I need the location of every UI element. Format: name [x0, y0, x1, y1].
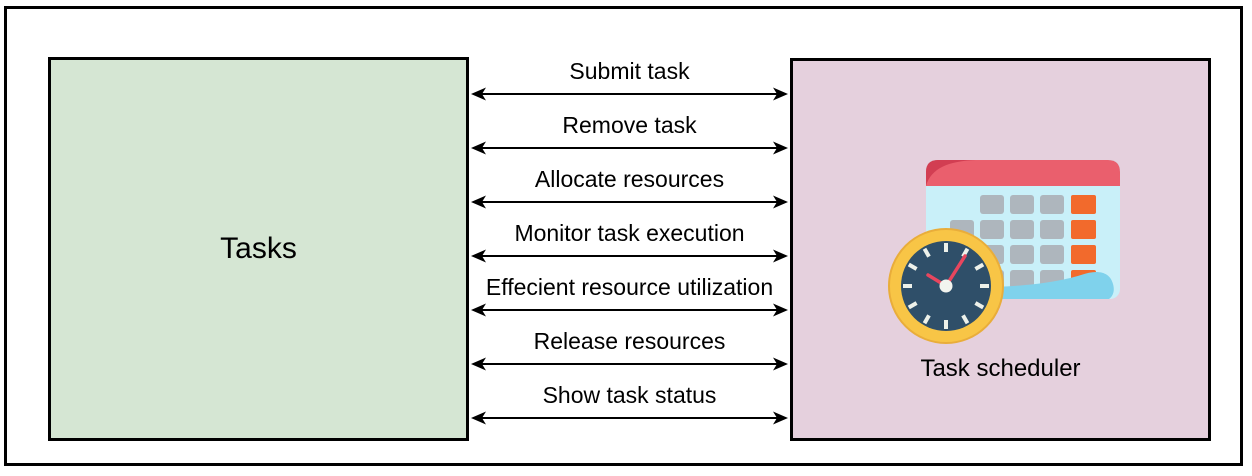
double-arrow-icon: [471, 87, 788, 101]
task-scheduler-label: Task scheduler: [920, 355, 1081, 382]
interaction-label: Show task status: [542, 382, 717, 408]
interaction-label: Effecient resource utilization: [485, 274, 774, 300]
double-arrow-icon: [471, 195, 788, 209]
interaction-row-allocate-resources: Allocate resources: [469, 160, 790, 210]
double-arrow-icon: [471, 249, 788, 263]
clock-ticks: [903, 243, 989, 329]
tasks-box: Tasks: [48, 57, 469, 441]
interaction-row-remove-task: Remove task: [469, 106, 790, 156]
double-arrow-icon: [471, 141, 788, 155]
interaction-row-efficient-resource-utilization: Effecient resource utilization: [469, 268, 790, 318]
interaction-label: Release resources: [533, 328, 726, 354]
interaction-row-submit-task: Submit task: [469, 52, 790, 102]
double-arrow-icon: [471, 411, 788, 425]
interaction-label: Monitor task execution: [514, 220, 745, 246]
interaction-row-monitor-task-execution: Monitor task execution: [469, 214, 790, 264]
calendar-clock-icon: [888, 160, 1120, 344]
double-arrow-icon: [471, 303, 788, 317]
double-arrow-icon: [471, 357, 788, 371]
diagram-frame: Tasks: [4, 6, 1243, 466]
interaction-label: Allocate resources: [534, 166, 725, 192]
task-scheduler-box: Task scheduler: [790, 58, 1211, 441]
interaction-label: Remove task: [562, 112, 697, 138]
interaction-row-show-task-status: Show task status: [469, 376, 790, 426]
interaction-row-release-resources: Release resources: [469, 322, 790, 372]
tasks-box-label: Tasks: [220, 232, 297, 265]
interaction-label: Submit task: [569, 58, 690, 84]
